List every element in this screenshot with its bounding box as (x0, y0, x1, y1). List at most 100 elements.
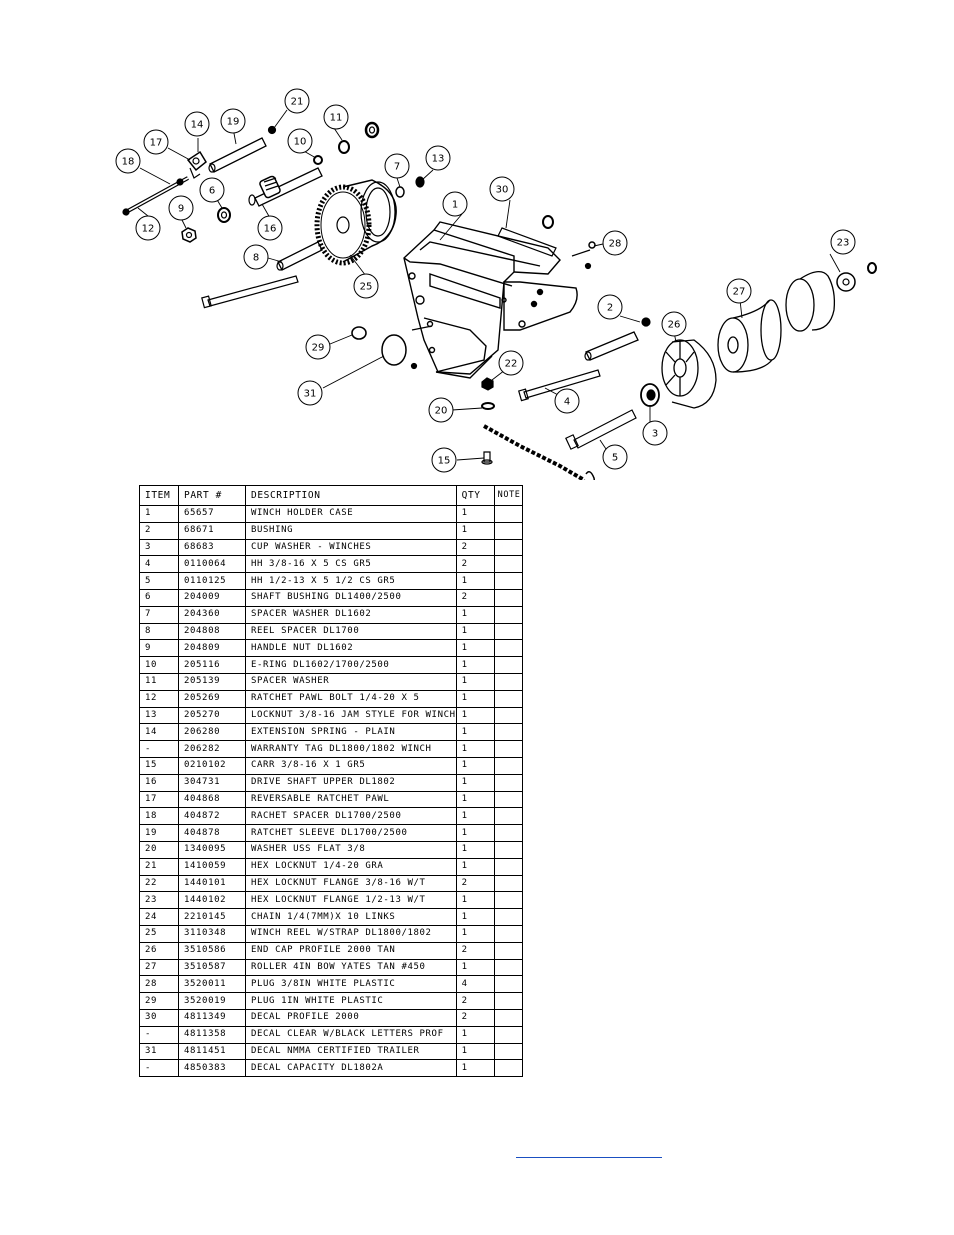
callout-circle (554, 388, 580, 414)
winch-reel (314, 179, 397, 266)
cell-item: 19 (139, 824, 179, 842)
cell-description: HH 3/8-16 X 5 CS GR5 (245, 555, 457, 574)
decal-strip (497, 227, 557, 257)
cell-qty: 1 (455, 958, 495, 977)
callout-label: 10 (294, 137, 307, 148)
cell-description: REEL SPACER DL1700 (245, 622, 457, 641)
cell-note (493, 891, 523, 910)
cell-qty: 1 (455, 723, 495, 742)
cell-note (493, 639, 523, 658)
cell-part-number: 3510587 (178, 958, 246, 977)
e-ring-part (313, 155, 323, 165)
cell-qty: 2 (455, 555, 495, 574)
cell-description: ROLLER 4IN BOW YATES TAN #450 (245, 958, 457, 977)
callout-label: 12 (142, 224, 155, 235)
cell-description: REVERSABLE RATCHET PAWL (245, 790, 457, 809)
cell-item: - (139, 1025, 179, 1044)
cell-part-number: 205116 (178, 656, 246, 674)
cell-description: WARRANTY TAG DL1800/1802 WINCH (245, 740, 457, 758)
cell-note (493, 538, 523, 557)
cell-item: 10 (139, 656, 179, 674)
decal-ring-part (381, 334, 407, 366)
cell-qty: 2 (455, 538, 495, 557)
cell-item: 2 (139, 521, 179, 540)
cell-part-number: 4850383 (178, 1059, 246, 1078)
cell-qty: 1 (455, 840, 495, 859)
ratchet-pawl-bolt (122, 176, 189, 216)
cell-note (493, 958, 523, 977)
cell-note (493, 605, 523, 624)
cell-note (493, 572, 523, 590)
cell-part-number: 68671 (178, 521, 246, 540)
reel-spacer-part (276, 241, 323, 271)
cell-note (493, 975, 523, 994)
link-underline[interactable] (516, 1157, 662, 1158)
cell-description: WINCH REEL W/STRAP DL1800/1802 (245, 924, 457, 943)
cell-qty: 2 (455, 588, 495, 607)
cell-part-number: 205270 (178, 706, 246, 725)
cell-item: 16 (139, 773, 179, 792)
cell-note (493, 521, 523, 540)
cell-item: 31 (139, 1042, 179, 1061)
callout-label: 30 (496, 185, 509, 196)
cell-note (493, 824, 523, 842)
cell-qty: 1 (455, 824, 495, 842)
cell-part-number: 2210145 (178, 908, 246, 926)
cell-note (493, 555, 523, 574)
cell-qty: 2 (455, 1008, 495, 1027)
cell-description: PLUG 3/8IN WHITE PLASTIC (245, 975, 457, 994)
callout-label: 16 (264, 224, 277, 235)
cell-part-number: 3510586 (178, 941, 246, 960)
spacer-washer-part (338, 121, 380, 154)
callout-circle (442, 191, 468, 217)
callout-label: 31 (304, 389, 317, 400)
cell-qty: 1 (455, 505, 495, 523)
cell-qty: 1 (455, 706, 495, 725)
callout-label: 21 (291, 97, 304, 108)
cell-item: 18 (139, 807, 179, 826)
cell-item: 3 (139, 538, 179, 557)
cell-part-number: 1410059 (178, 857, 246, 876)
cell-qty: 4 (455, 975, 495, 994)
cell-description: DECAL NMMA CERTIFIED TRAILER (245, 1042, 457, 1061)
callout-circle (642, 420, 668, 446)
cell-description: EXTENSION SPRING - PLAIN (245, 723, 457, 742)
cell-part-number: 404868 (178, 790, 246, 809)
cell-item: 4 (139, 555, 179, 574)
cell-part-number: 3520011 (178, 975, 246, 994)
cell-qty: 1 (455, 857, 495, 876)
cell-note (493, 689, 523, 708)
callout-circle (143, 129, 169, 155)
cell-part-number: 0110125 (178, 572, 246, 590)
callout-label: 23 (837, 238, 850, 249)
callout-circle (353, 273, 379, 299)
cell-description: SPACER WASHER (245, 672, 457, 691)
cell-description: DRIVE SHAFT UPPER DL1802 (245, 773, 457, 792)
cell-description: DECAL PROFILE 2000 (245, 1008, 457, 1027)
cell-note (493, 773, 523, 792)
cell-item: 26 (139, 941, 179, 960)
cell-note (493, 908, 523, 926)
callout-label: 29 (312, 343, 325, 354)
spacer-washer-7-part (395, 176, 425, 198)
callout-circle (830, 229, 856, 255)
callout-label: 17 (150, 138, 163, 149)
column-header-qty: QTY (455, 485, 495, 506)
cell-description: SPACER WASHER DL1602 (245, 605, 457, 624)
roller-part (717, 299, 782, 373)
cell-qty: 1 (455, 1059, 495, 1078)
cell-part-number: 4811349 (178, 1008, 246, 1027)
callout-label: 15 (438, 456, 451, 467)
callout-circle (257, 215, 283, 241)
